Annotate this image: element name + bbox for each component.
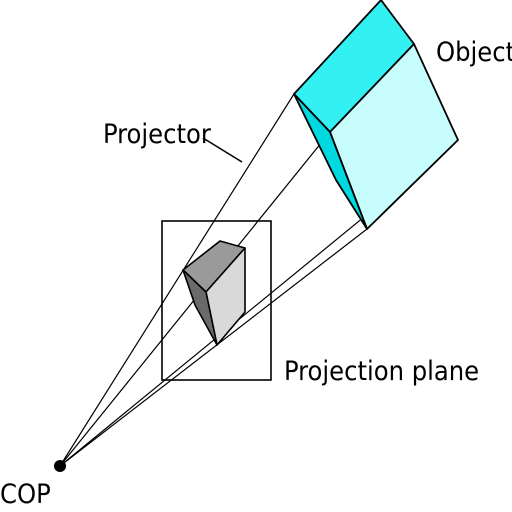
cop-point [54, 460, 66, 472]
projector-line [59, 93, 295, 467]
cop-label: COP [0, 479, 51, 510]
object-cube [293, 0, 459, 230]
object-label: Object [436, 37, 512, 68]
projector-line [59, 228, 368, 467]
cube-left-face [293, 93, 368, 230]
projector-leader-line [202, 137, 243, 163]
projector-label: Projector [103, 119, 211, 150]
projected-image [182, 240, 246, 346]
projection-plane-label: Projection plane [284, 356, 479, 387]
projection-plane [161, 220, 272, 381]
image-left-face [182, 269, 218, 346]
